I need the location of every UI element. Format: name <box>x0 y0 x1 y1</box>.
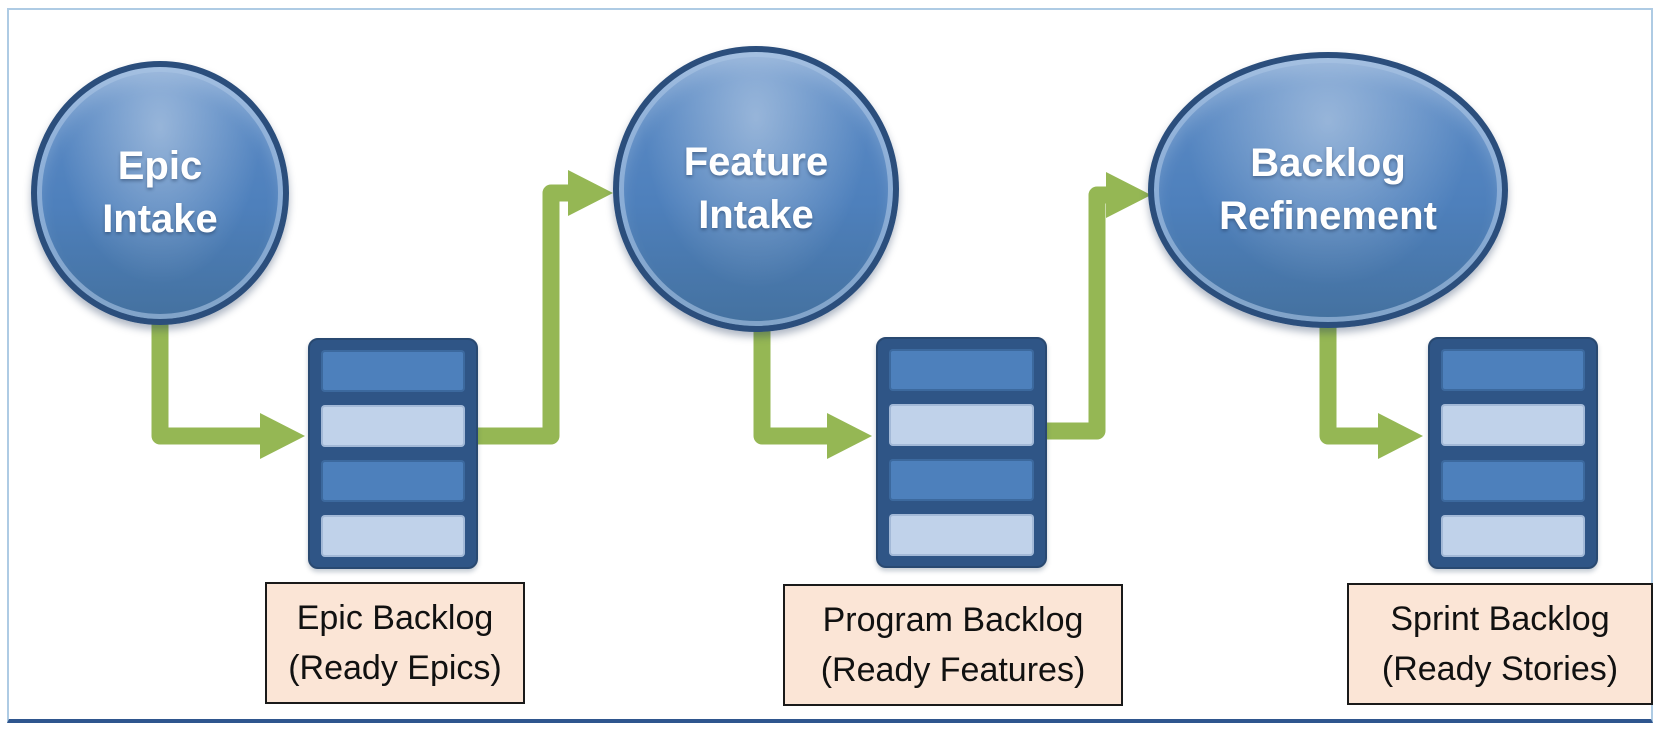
queue-epic-backlog-row <box>321 405 465 447</box>
queue-program-backlog-row <box>889 349 1034 391</box>
process-epic-intake: Epic Intake <box>31 61 289 325</box>
label-epic-backlog-line2: (Ready Epics) <box>288 649 502 687</box>
process-feature-intake-label-line1: Feature <box>683 140 829 185</box>
arrowhead-epic-intake-to-epic-backlog <box>260 413 305 459</box>
label-program-backlog: Program Backlog (Ready Features) <box>783 584 1123 706</box>
label-sprint-backlog-line1: Sprint Backlog <box>1390 599 1610 638</box>
queue-sprint-backlog-row <box>1441 349 1585 391</box>
label-epic-backlog-line1: Epic Backlog <box>296 598 494 637</box>
queue-program-backlog-row <box>889 514 1034 556</box>
process-epic-intake-label-line2: Intake <box>102 197 218 241</box>
process-backlog-refinement-label-line2: Refinement <box>1219 194 1437 238</box>
queue-sprint-backlog <box>1428 337 1598 569</box>
arrowhead-feature-intake-to-program-backlog <box>827 413 872 459</box>
process-feature-intake-label-line2: Intake <box>698 193 814 237</box>
label-program-backlog-line2: (Ready Features) <box>820 651 1086 689</box>
queue-epic-backlog <box>308 338 478 569</box>
queue-epic-backlog-row <box>321 515 465 557</box>
arrowhead-program-backlog-to-backlog-refinement <box>1106 172 1151 218</box>
arrow-program-backlog-to-backlog-refinement <box>1046 186 1106 440</box>
arrow-epic-intake-to-epic-backlog <box>151 324 260 445</box>
arrowhead-epic-backlog-to-feature-intake <box>568 170 613 216</box>
queue-program-backlog <box>876 337 1047 568</box>
process-backlog-refinement: Backlog Refinement <box>1148 52 1508 328</box>
label-epic-backlog: Epic Backlog (Ready Epics) <box>265 582 525 704</box>
queue-sprint-backlog-row <box>1441 459 1585 502</box>
queue-program-backlog-row <box>889 404 1034 446</box>
queue-sprint-backlog-row <box>1441 404 1585 447</box>
queue-epic-backlog-row <box>321 460 465 502</box>
queue-program-backlog-row <box>889 459 1034 501</box>
label-sprint-backlog: Sprint Backlog (Ready Stories) <box>1347 583 1653 705</box>
queue-epic-backlog-row <box>321 350 465 392</box>
arrow-backlog-refinement-to-sprint-backlog <box>1319 324 1378 445</box>
arrow-epic-backlog-to-feature-intake <box>477 184 568 445</box>
queue-sprint-backlog-row <box>1441 514 1585 557</box>
arrow-feature-intake-to-program-backlog <box>753 329 827 445</box>
process-backlog-refinement-label-line1: Backlog <box>1250 141 1406 186</box>
process-feature-intake: Feature Intake <box>613 46 899 332</box>
arrowhead-backlog-refinement-to-sprint-backlog <box>1378 413 1423 459</box>
label-sprint-backlog-line2: (Ready Stories) <box>1381 650 1619 688</box>
label-program-backlog-line1: Program Backlog <box>822 600 1084 639</box>
process-epic-intake-label-line1: Epic <box>117 144 203 189</box>
